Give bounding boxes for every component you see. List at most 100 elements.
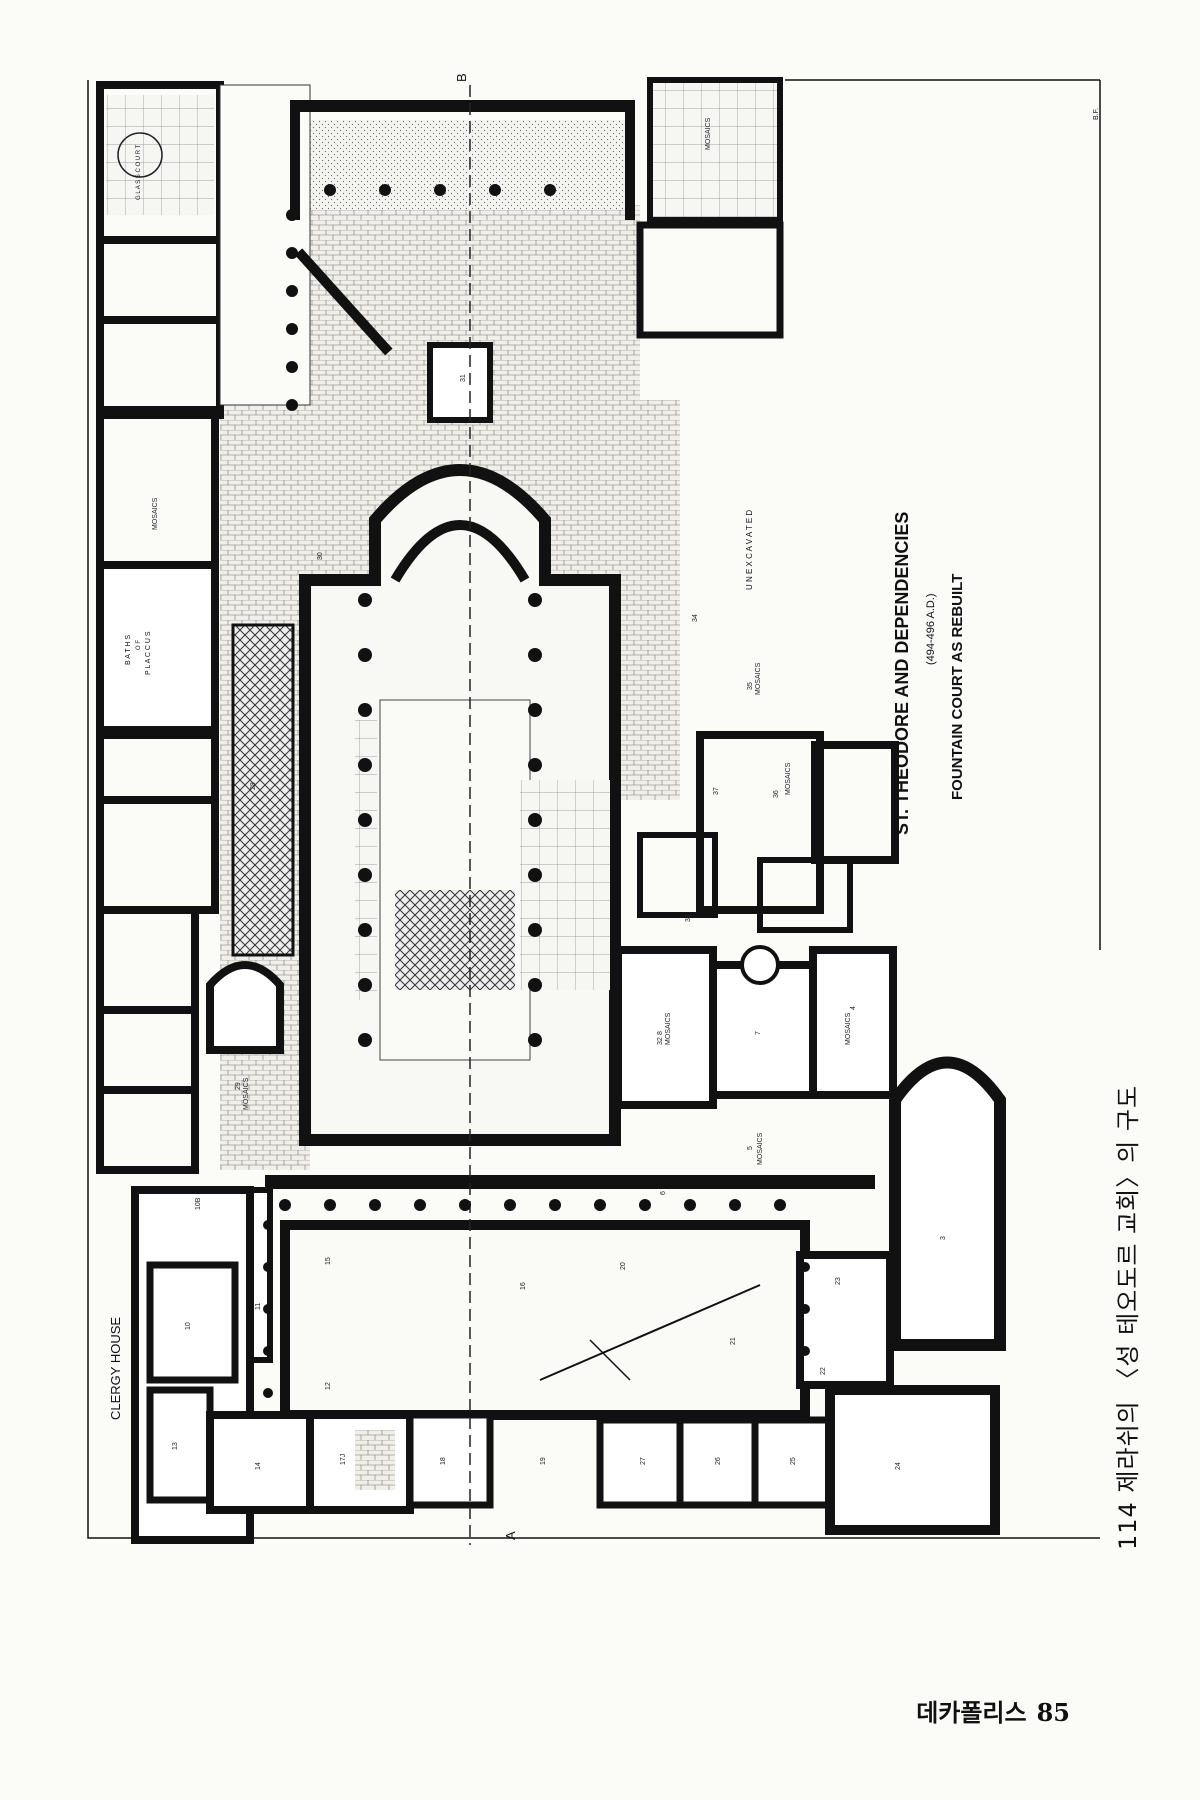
column (358, 758, 372, 772)
fountain-court (290, 100, 635, 423)
column (528, 758, 542, 772)
page-number: 85 (1036, 1698, 1070, 1727)
column (528, 813, 542, 827)
lower-atrium (237, 1175, 894, 1420)
label-mosaics-room7: MOSAICS (845, 1012, 852, 1045)
room-13: 13 (172, 1442, 179, 1450)
room-35: 35 (747, 682, 754, 690)
column (286, 323, 298, 335)
glass-court-building (96, 81, 224, 419)
plan-frame (87, 79, 1101, 1539)
room-3: 3 (940, 1236, 947, 1240)
column (528, 703, 542, 717)
column (800, 1262, 810, 1272)
room-8: 8 (657, 1031, 664, 1035)
room-10: 10 (185, 1322, 192, 1330)
column (358, 923, 372, 937)
room-17j: 17J (340, 1454, 347, 1465)
room-37: 37 (713, 787, 720, 795)
column (279, 1199, 291, 1211)
column (774, 1199, 786, 1211)
column (324, 1199, 336, 1211)
column (358, 978, 372, 992)
plan-initials: B.F. (1093, 108, 1100, 120)
column (434, 184, 446, 196)
column (528, 593, 542, 607)
column (379, 184, 391, 196)
column (549, 1199, 561, 1211)
apsidal-room-3 (889, 1056, 1006, 1351)
room-21: 21 (730, 1337, 737, 1345)
baths-of-placcus (96, 406, 295, 1174)
room-29: 29 (235, 1082, 242, 1090)
room-top-right-inner (636, 221, 784, 339)
plan-date: (494-496 A.D.) (925, 593, 937, 665)
label-mosaics-room5: MOSAICS (757, 1132, 764, 1165)
column (358, 648, 372, 662)
column (286, 285, 298, 297)
label-mosaics-room8: MOSAICS (665, 1012, 672, 1045)
plan-subtitle: FOUNTAIN COURT AS REBUILT (949, 574, 966, 800)
room-30: 30 (317, 552, 324, 560)
room-7: 7 (755, 1031, 762, 1035)
column (263, 1262, 273, 1272)
column (528, 978, 542, 992)
room-16: 16 (520, 1282, 527, 1290)
label-baths: B A T H S (125, 635, 132, 665)
column (286, 209, 298, 221)
column (286, 361, 298, 373)
room-27: 27 (640, 1457, 647, 1465)
column (263, 1220, 273, 1230)
column (528, 868, 542, 882)
column (528, 923, 542, 937)
column (594, 1199, 606, 1211)
column (544, 184, 556, 196)
column (800, 1304, 810, 1314)
column (504, 1199, 516, 1211)
column (459, 1199, 471, 1211)
mosaic-room-top-right (647, 77, 783, 223)
section-label-a: A (503, 1531, 518, 1540)
column (684, 1199, 696, 1211)
room-23: 23 (835, 1277, 842, 1285)
column (324, 184, 336, 196)
room-12: 12 (325, 1382, 332, 1390)
column (729, 1199, 741, 1211)
column (528, 648, 542, 662)
column (369, 1199, 381, 1211)
room-36: 36 (773, 790, 780, 798)
column (358, 1033, 372, 1047)
column (800, 1388, 810, 1398)
label-mosaics-room29: MOSAICS (243, 1077, 250, 1110)
column (800, 1220, 810, 1230)
column (358, 703, 372, 717)
room-22: 22 (820, 1367, 827, 1375)
east-rooms (614, 731, 899, 1109)
figure-caption: 114 제라쉬의 〈성 테오도르 교회〉의 구도 (1114, 1084, 1142, 1550)
room-34: 34 (692, 614, 699, 622)
room-10b: 10B (195, 1197, 202, 1210)
column (286, 247, 298, 259)
column (263, 1304, 273, 1314)
room-20: 20 (620, 1262, 627, 1270)
column (358, 813, 372, 827)
label-mosaics-top: MOSAICS (705, 117, 712, 150)
room-11: 11 (255, 1303, 262, 1310)
room-numbers: 3 4 5 6 7 8 10 10B 11 12 13 14 15 16 17J… (172, 374, 947, 1470)
column (800, 1346, 810, 1356)
column (263, 1388, 273, 1398)
label-clergy-house: CLERGY HOUSE (108, 1317, 123, 1420)
column (528, 1033, 542, 1047)
room-26: 26 (715, 1457, 722, 1465)
column (358, 593, 372, 607)
label-baths-of: O F (136, 640, 142, 650)
room-15: 15 (325, 1257, 332, 1265)
room-32: 32 (657, 1037, 664, 1045)
column (358, 868, 372, 882)
room-31: 31 (460, 374, 467, 382)
label-glass-court: G L A S S C O U R T (136, 144, 142, 200)
room-6: 6 (660, 1191, 667, 1195)
south-rooms (206, 1385, 1000, 1535)
